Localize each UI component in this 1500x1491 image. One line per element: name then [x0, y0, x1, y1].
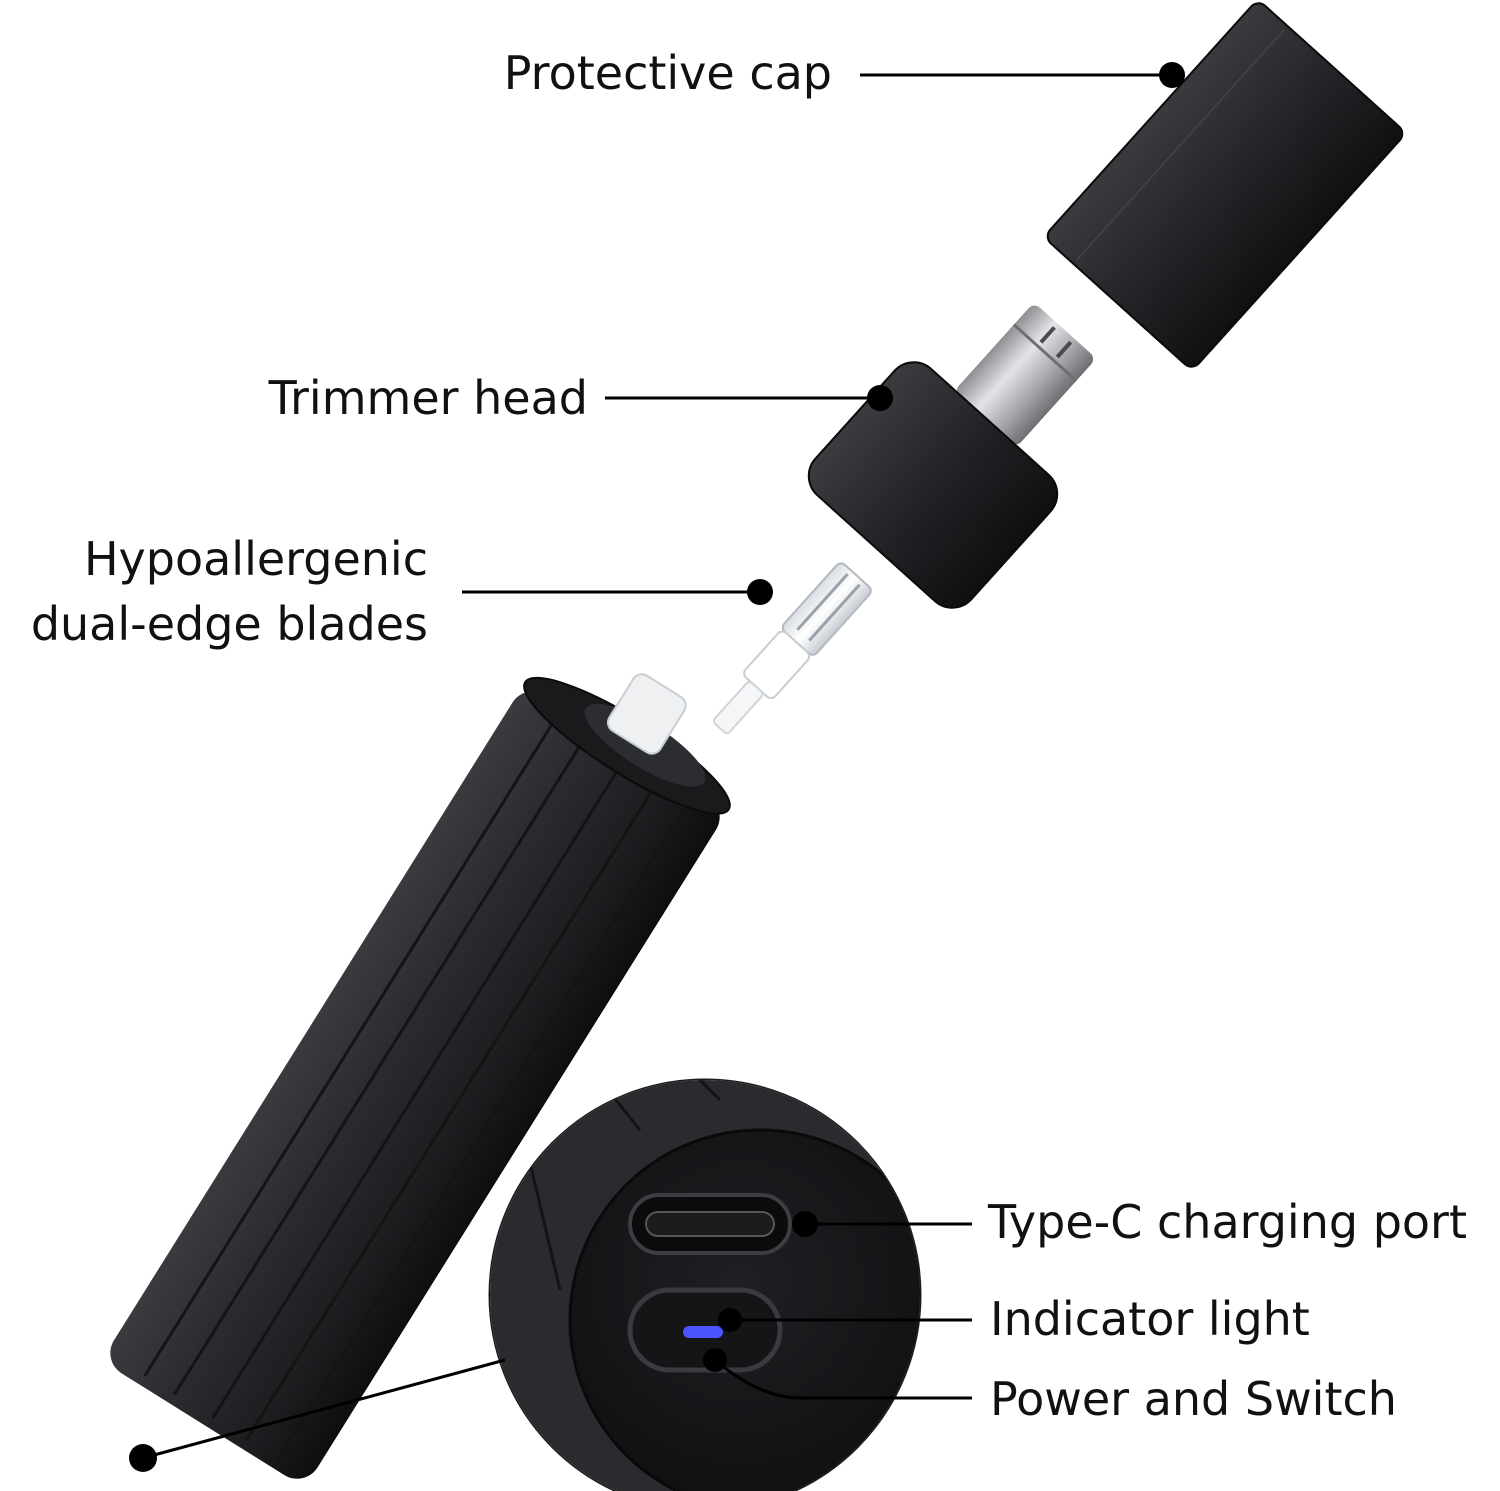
zoom-inset: [488, 1078, 922, 1491]
label-protective-cap: Protective cap: [504, 46, 832, 100]
label-power-switch: Power and Switch: [990, 1372, 1397, 1426]
label-blades-line1: Hypoallergenic: [84, 532, 428, 586]
dual-edge-blades: [712, 562, 872, 735]
label-indicator-light: Indicator light: [990, 1292, 1310, 1346]
trimmer-head: [807, 305, 1094, 609]
indicator-light: [683, 1326, 723, 1338]
label-type-c-port: Type-C charging port: [987, 1195, 1467, 1249]
label-blades-line2: dual-edge blades: [31, 597, 428, 651]
leader-lines: [129, 62, 1185, 1472]
label-trimmer-head: Trimmer head: [268, 371, 588, 425]
protective-cap: [1046, 2, 1404, 368]
trimmer-body: [110, 673, 731, 1479]
